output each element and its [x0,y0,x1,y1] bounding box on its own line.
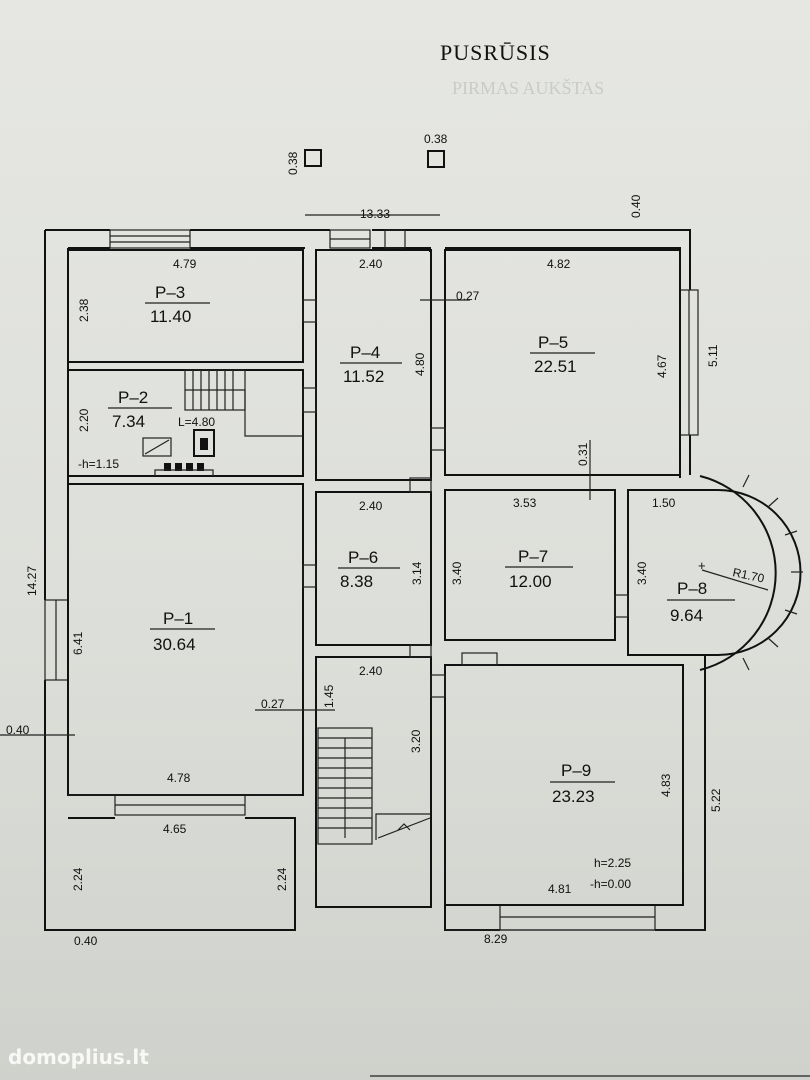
room-p7-name: P–7 [518,547,548,566]
dim-p1-w: 4.78 [167,771,191,785]
stair-treads [185,370,303,437]
dim-p9-w: 4.81 [548,882,572,896]
dim-p3-h: 2.38 [77,298,91,322]
radius-line [701,569,769,591]
dim-p7-w: 3.53 [513,496,537,510]
room-p8-area: 9.64 [670,606,703,625]
room-p5 [444,249,681,476]
room-p3-area: 11.40 [150,307,191,326]
dim-bottom-total: 8.29 [484,932,508,946]
dim-col1: 0.38 [286,151,300,175]
dim-p2-level: -h=1.15 [78,457,119,471]
ghost-title: PIRMAS AUKŠTAS [452,77,604,98]
dim-stair-h1: 1.45 [322,684,336,708]
room-p9-name: P–9 [561,761,591,780]
stair-outline [317,727,373,845]
dim-wall-p4-p5: 0.27 [456,289,480,303]
centre-mark: + [698,558,706,573]
room-p5-name: P–5 [538,333,568,352]
chimney-fill [200,438,208,450]
room-p3-name: P–3 [155,283,185,302]
inner-wall [67,247,681,795]
dim-p9-level: -h=0.00 [590,877,631,891]
dim-stair-h2: 3.20 [409,729,423,753]
room-p7-area: 12.00 [509,572,552,591]
room-p9 [444,664,684,906]
dim-p9-h2: h=2.25 [594,856,631,870]
dim-p5-h: 4.67 [655,354,669,378]
dim-p8-radius: R1.70 [731,565,766,585]
room-p4-area: 11.52 [343,367,384,386]
dim-col2: 0.38 [424,132,448,146]
bay-window-mullions [742,474,803,671]
boiler-symbol [144,439,170,455]
dim-p8-w: 1.50 [652,496,676,510]
room-p2-area: 7.34 [112,412,145,431]
column-marker [304,149,322,167]
stair-arrow [375,813,431,840]
dim-p4-w: 2.40 [359,257,383,271]
dim-porch-h-left: 2.24 [71,867,85,891]
room-p5-area: 22.51 [534,357,577,376]
dim-p4-h: 4.80 [413,352,427,376]
dim-p8-h: 3.40 [635,561,649,585]
dim-right-ext: 5.11 [706,344,720,367]
dim-wall-p5-p7: 0.31 [576,442,590,466]
stair-treads [318,737,372,838]
dim-top-total: 13.33 [360,207,390,221]
stair-p2 [142,369,303,476]
room-p6-name: P–6 [348,548,378,567]
stair-main [317,727,431,845]
room-p8-name: P–8 [677,579,707,598]
porch [68,817,296,930]
room-p1-name: P–1 [163,609,193,628]
dim-p3-w: 4.79 [173,257,197,271]
room-p4 [315,249,432,481]
boiler-symbol [142,437,172,457]
column-marker [427,150,445,168]
room-p9-area: 23.23 [552,787,595,806]
dim-p9-h: 4.83 [659,773,673,797]
dim-right-lower: 5.22 [709,788,723,812]
dim-p6-h: 3.14 [410,561,424,585]
dim-p6-w: 2.40 [359,499,383,513]
plan-title: PUSRŪSIS [440,40,551,65]
vent-frame [154,469,214,476]
room-p8 [627,489,802,656]
dim-top-right-wall: 0.40 [629,194,643,218]
dim-left-wall: 0.40 [6,723,30,737]
chimney [193,429,215,457]
room-p7 [444,489,616,641]
dim-left-total: 14.27 [25,566,39,596]
door-markers [302,229,629,698]
outer-wall [44,229,706,931]
window [109,229,191,249]
room-p6-area: 8.38 [340,572,373,591]
dim-porch-h-right: 2.24 [275,867,289,891]
dim-wall-p1-p6: 0.27 [261,697,285,711]
dim-porch-w: 4.65 [163,822,187,836]
dim-p5-w: 4.82 [547,257,571,271]
dim-bottom-left-wall: 0.40 [74,934,98,948]
room-p4-name: P–4 [350,343,380,362]
dim-p2-h: 2.20 [77,408,91,432]
bay-outer-wall [699,475,777,671]
stair-hall [315,656,432,908]
dim-stair-w: 2.40 [359,664,383,678]
room-p2-name: P–2 [118,388,148,407]
dim-p1-h: 6.41 [71,631,85,655]
dim-p7-h: 3.40 [450,561,464,585]
room-p1-area: 30.64 [153,635,196,654]
dim-stair-len: L=4.80 [178,415,215,429]
watermark-logo: domoplius.lt [8,1045,149,1069]
vent-blocks [164,463,204,471]
